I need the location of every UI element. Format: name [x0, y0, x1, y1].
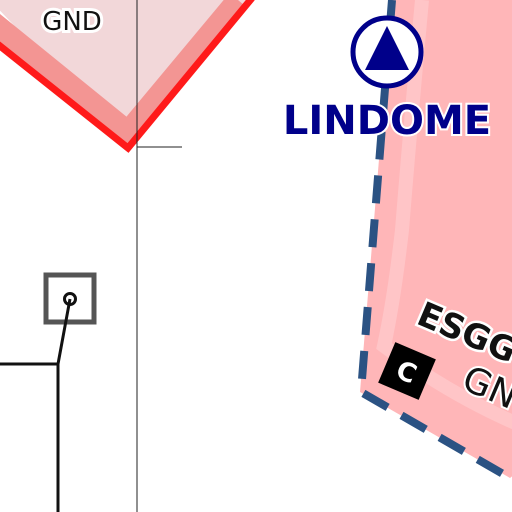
vor-station-lindome[interactable]: LINDOME [281, 15, 493, 146]
obstacle-marker[interactable] [0, 272, 97, 512]
vor-station-name: LINDOME [283, 98, 491, 144]
gnd-label-top: GND [42, 7, 102, 37]
obstacle-icon [43, 272, 97, 325]
restricted-area-inner-band [0, 0, 247, 148]
class-badge-box [378, 342, 436, 400]
airspace-class-badge: C [378, 342, 436, 400]
vor-triangle-icon [365, 26, 409, 70]
restricted-area-fill [0, 0, 250, 146]
restricted-area-top-left: GND [0, 0, 255, 153]
obstacle-leader-line [0, 298, 72, 366]
restricted-area-border [0, 0, 255, 153]
ctr-airspace-inner-edge [376, 0, 512, 430]
ctr-dashed-border [356, 0, 512, 482]
